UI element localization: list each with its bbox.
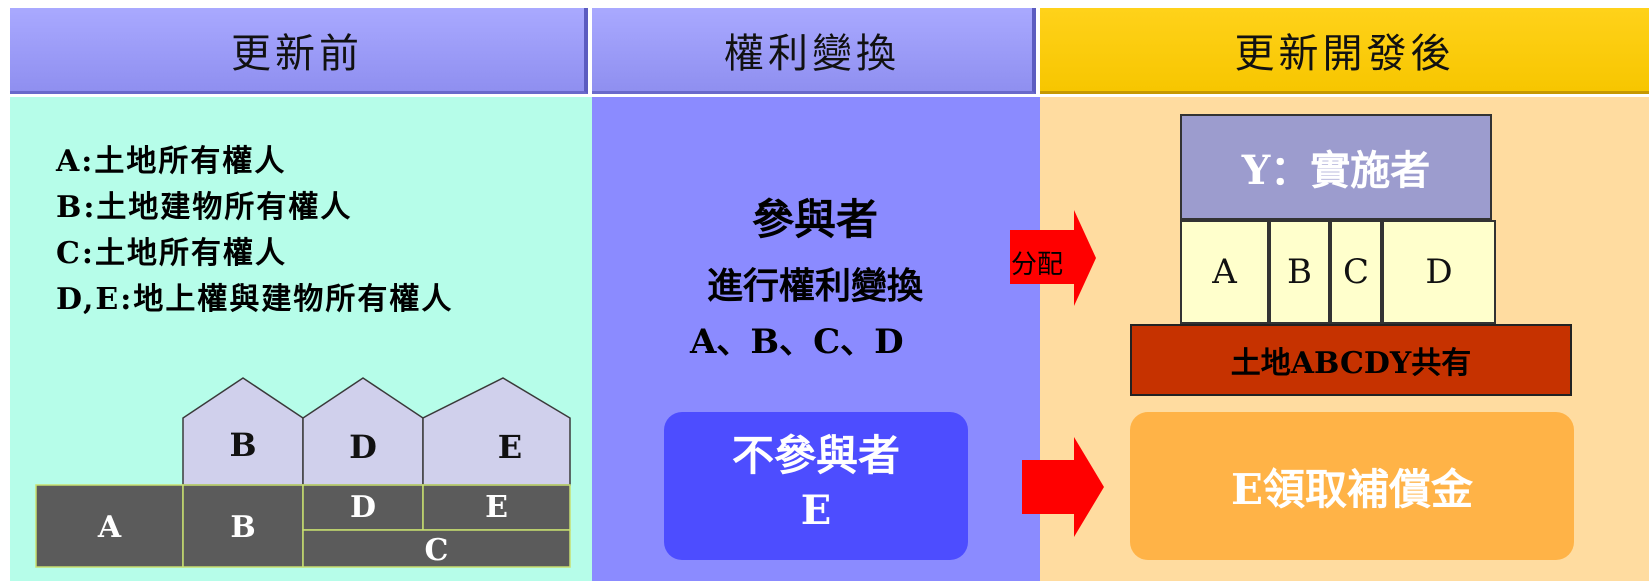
- non-participants-box: [664, 412, 968, 560]
- header-after-label: 更新開發後: [1234, 30, 1455, 77]
- unit-b: B: [1269, 220, 1330, 324]
- plot-b: [182, 484, 304, 568]
- implementer-box: Y：實施者: [1180, 114, 1492, 220]
- plot-e-label: E: [485, 489, 508, 525]
- land-label: 土地ABCDY共有: [1230, 346, 1472, 381]
- legend-line-a: A:土地所有權人: [56, 144, 287, 179]
- plot-d-label: D: [349, 489, 376, 525]
- plot-c: [302, 529, 571, 568]
- unit-d: D: [1382, 220, 1496, 324]
- header-before-label: 更新前: [231, 30, 363, 77]
- non-participants-title: 不參與者: [731, 430, 900, 480]
- header-exchange-label: 權利變換: [724, 30, 900, 77]
- house-e-label: E: [497, 428, 523, 466]
- plot-d: [302, 484, 424, 531]
- compensation-label: E領取補償金: [1230, 464, 1473, 514]
- plot-e: [422, 484, 571, 531]
- header-exchange: 權利變換: [592, 8, 1036, 94]
- compensation-arrow: [1022, 437, 1104, 537]
- header-before: 更新前: [10, 8, 588, 94]
- non-participants-list: E: [800, 486, 832, 534]
- header-after: 更新開發後: [1040, 8, 1649, 94]
- unit-b-label: B: [1287, 252, 1312, 292]
- plot-a: [35, 484, 184, 568]
- allocate-arrow: [1010, 210, 1096, 306]
- plot-b-label: B: [230, 509, 256, 545]
- compensation-box: E領取補償金: [1130, 412, 1574, 560]
- unit-c-label: C: [1342, 252, 1369, 292]
- allocate-label: 分配: [1011, 250, 1064, 280]
- unit-d-label: D: [1425, 252, 1453, 292]
- participants-title: 參與者: [751, 194, 878, 244]
- implementer-label: Y：實施者: [1241, 147, 1431, 194]
- plot-a-label: A: [97, 509, 122, 545]
- participants-action: 進行權利變換: [706, 265, 923, 307]
- legend-line-b: B:土地建物所有權人: [56, 190, 353, 225]
- unit-a-label: A: [1212, 252, 1237, 292]
- plot-c-label: C: [424, 532, 449, 568]
- land-box: 土地ABCDY共有: [1130, 324, 1572, 396]
- unit-a: A: [1180, 220, 1269, 324]
- legend-line-c: C:土地所有權人: [56, 236, 287, 271]
- legend-line-de: D,E:地上權與建物所有權人: [56, 282, 454, 317]
- participants-list: A、B、C、D: [690, 322, 904, 362]
- unit-c: C: [1330, 220, 1382, 324]
- house-b-label: B: [229, 426, 257, 464]
- house-d-label: D: [349, 428, 377, 466]
